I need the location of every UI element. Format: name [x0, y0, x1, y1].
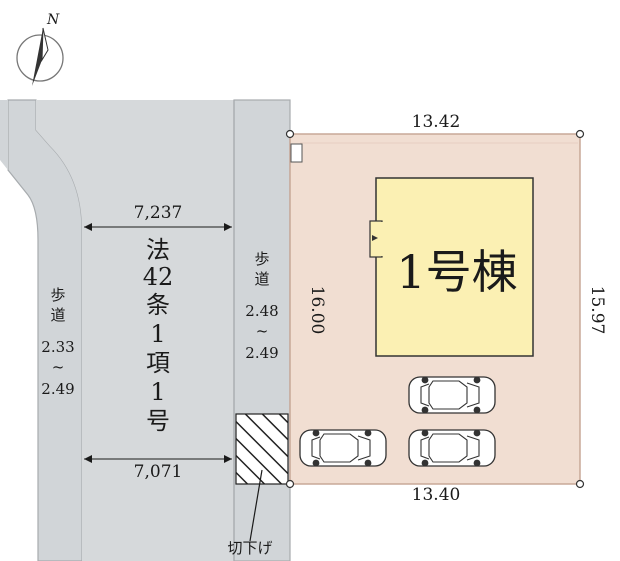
law-line-2: 条 — [146, 291, 170, 319]
left-sidewalk-line-3: ~ — [52, 358, 65, 376]
law-line-1: 42 — [143, 263, 174, 291]
law-line-0: 法 — [146, 236, 170, 264]
left-sidewalk-line-2: 2.33 — [41, 338, 74, 356]
lot-dim-left: 16.00 — [307, 286, 327, 335]
compass-north-label: N — [46, 12, 60, 28]
compass: N — [16, 12, 64, 86]
building-1 — [375, 177, 534, 357]
road — [36, 100, 234, 561]
right-sidewalk-line-0: 歩 — [254, 250, 269, 268]
law-line-3: 1 — [150, 320, 165, 348]
road-law-label: 法 42 条 1 項 1 号 — [143, 236, 174, 435]
car-icon — [299, 429, 387, 467]
left-sidewalk-line-0: 歩 — [50, 286, 65, 304]
building-entrance-mask — [376, 222, 383, 256]
right-sidewalk-line-1: 道 — [254, 270, 269, 288]
curb-cut-label: 切下げ — [227, 539, 272, 557]
compass-needle-icon — [32, 28, 43, 86]
right-sidewalk-label: 歩 道 2.48 ~ 2.49 — [245, 250, 278, 362]
boundary-marker — [290, 143, 303, 163]
curb-cut-leader — [249, 469, 263, 542]
lot-dim-top: 13.42 — [412, 112, 461, 132]
compass-needle-half-icon — [41, 27, 49, 62]
left-sidewalk-label: 歩 道 2.33 ~ 2.49 — [41, 286, 74, 398]
right-sidewalk-line-4: 2.49 — [245, 344, 278, 362]
law-line-5: 1 — [150, 378, 165, 406]
parking-cars — [299, 376, 496, 467]
lot-corner-se — [575, 479, 585, 489]
building-label: 1号棟 — [396, 245, 517, 299]
entrance-arrow-icon — [372, 235, 378, 241]
lot-dim-right: 15.97 — [587, 286, 607, 335]
lot-dim-bottom: 13.40 — [412, 485, 461, 505]
lot-corner-nw — [285, 129, 295, 139]
car-icon — [408, 376, 496, 414]
far-left-strip — [0, 100, 8, 170]
compass-ring — [16, 34, 64, 82]
law-line-6: 号 — [146, 407, 170, 435]
road-width-top-label: 7,237 — [134, 203, 183, 223]
right-sidewalk-line-3: ~ — [256, 322, 269, 340]
car-icon — [408, 429, 496, 467]
road-width-bottom-dimension: 7,071 — [84, 455, 232, 482]
lot-corner-sw — [285, 479, 295, 489]
left-sidewalk-line-4: 2.49 — [41, 380, 74, 398]
law-line-4: 項 — [146, 349, 170, 377]
right-sidewalk-line-2: 2.48 — [245, 302, 278, 320]
lot-corner-ne — [575, 129, 585, 139]
left-sidewalk-line-1: 道 — [50, 306, 65, 324]
road-width-bottom-label: 7,071 — [134, 462, 183, 482]
road-width-top-dimension: 7,237 — [84, 203, 232, 231]
